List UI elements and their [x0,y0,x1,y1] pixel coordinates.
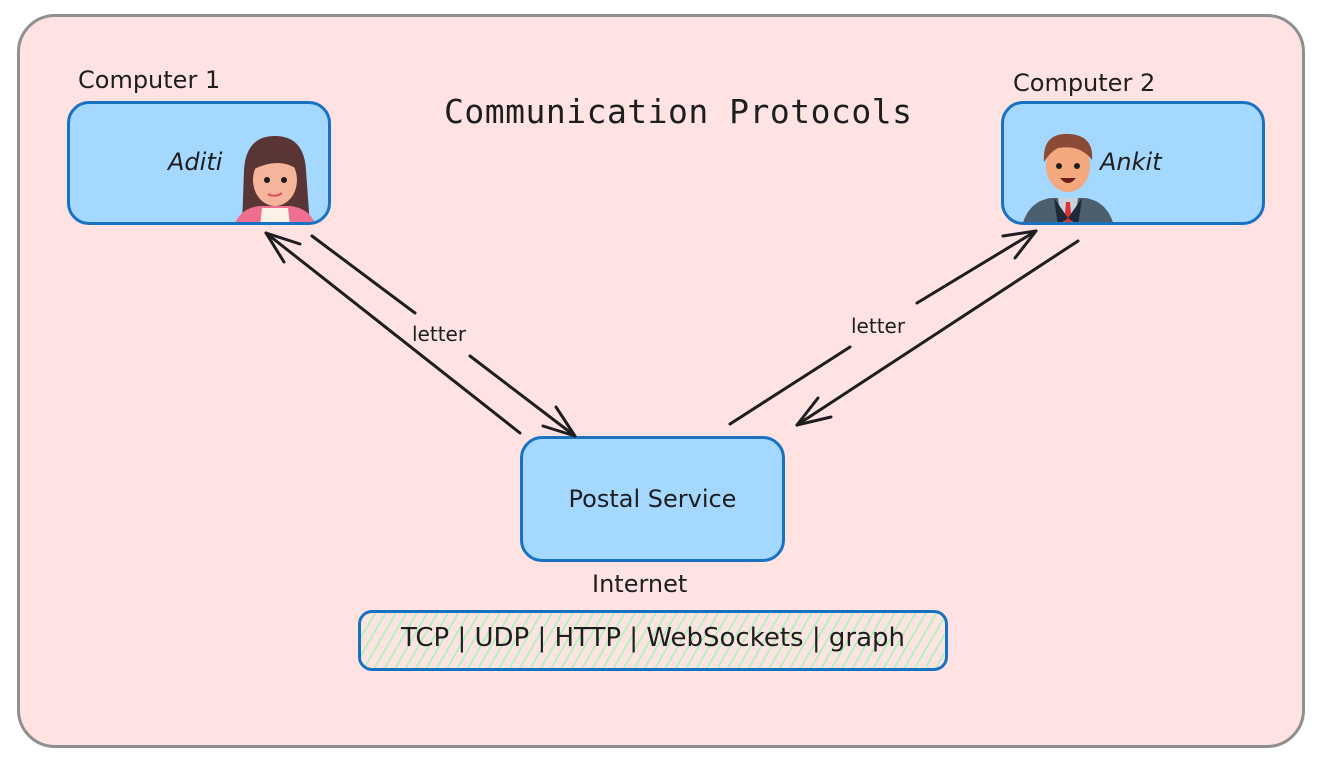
arrow-to-computer2-b [915,229,1038,305]
diagram-title: Communication Protocols [444,92,913,131]
postal-service-node[interactable]: Postal Service [520,436,785,562]
computer2-label: Computer 2 [1013,69,1156,97]
arrow-to-postal-left-a [310,234,417,315]
protocols-box[interactable]: TCP | UDP | HTTP | WebSockets | graph [358,610,948,671]
person-name-ankit: Ankit [1100,148,1162,176]
male-avatar-icon [1023,133,1113,222]
arrowhead-postal-right-icon [795,396,833,427]
computer1-label: Computer 1 [78,66,221,94]
postal-service-label: Postal Service [568,485,737,513]
arrow-to-postal-right [795,239,1080,427]
edge-label-right: letter [851,314,906,338]
female-avatar-icon [235,136,315,222]
arrow-to-computer1 [264,231,522,435]
internet-label: Internet [592,570,688,598]
arrowhead-postal-left-icon [541,405,577,438]
arrow-to-computer2-a [728,345,852,426]
person-name-aditi: Aditi [168,148,223,176]
arrowhead-computer1-icon [264,231,302,264]
edge-label-left: letter [412,322,467,346]
arrow-to-postal-left-b [468,354,577,438]
arrowhead-computer2-icon [1001,229,1038,260]
computer2-node[interactable]: Ankit [1001,101,1265,225]
computer1-node[interactable]: Aditi [67,101,331,225]
protocols-list: TCP | UDP | HTTP | WebSockets | graph [401,623,905,653]
